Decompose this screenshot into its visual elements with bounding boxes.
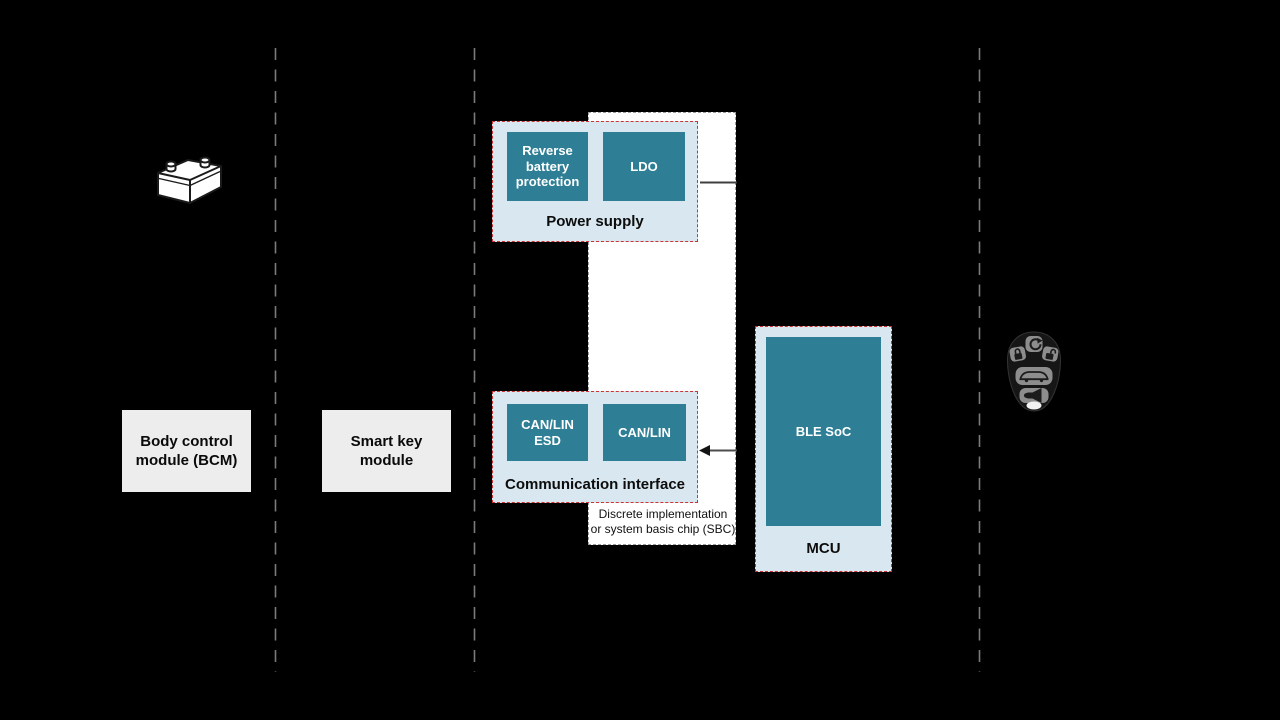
bcm-label: Body control module (BCM) xyxy=(135,433,238,469)
smart-key-module-label: Smart key module xyxy=(350,433,423,469)
communication-interface-block: CAN/LIN ESD CAN/LIN Communication interf… xyxy=(492,391,698,503)
power-supply-label: Power supply xyxy=(546,213,644,230)
bcm-label-box: Body control module (BCM) xyxy=(122,410,251,492)
can-lin-label: CAN/LIN xyxy=(618,424,671,440)
sbc-note-line2: or system basis chip (SBC) xyxy=(590,521,736,536)
sbc-note-line1: Discrete implementation xyxy=(598,507,728,521)
keyring-hole xyxy=(1026,401,1042,410)
remote-start-button-icon xyxy=(1025,336,1043,352)
communication-interface-label: Communication interface xyxy=(504,476,686,493)
can-lin-esd-chip: CAN/LIN ESD xyxy=(507,404,588,461)
can-lin-chip: CAN/LIN xyxy=(603,404,686,461)
power-supply-block: Reverse battery protection LDO Power sup… xyxy=(492,121,698,242)
ldo-label: LDO xyxy=(630,158,658,174)
ldo-chip: LDO xyxy=(603,132,685,201)
panic-button-icon xyxy=(1019,388,1049,403)
can-lin-esd-label: CAN/LIN ESD xyxy=(521,417,574,448)
mcu-block: BLE SoC MCU xyxy=(755,326,892,572)
key-fob-icon xyxy=(1006,331,1062,412)
unlock-button-icon xyxy=(1042,346,1059,362)
lock-button-icon xyxy=(1009,346,1026,362)
sbc-implementation-note: Discrete implementation or system basis … xyxy=(586,507,740,536)
ble-soc-chip: BLE SoC xyxy=(766,337,881,526)
reverse-battery-protection-chip: Reverse battery protection xyxy=(507,132,588,201)
mcu-label: MCU xyxy=(806,540,841,557)
smart-key-module-label-box: Smart key module xyxy=(322,410,451,492)
reverse-battery-protection-label: Reverse battery protection xyxy=(515,143,580,190)
ble-soc-label: BLE SoC xyxy=(795,423,852,439)
trunk-button-icon xyxy=(1015,367,1053,385)
car-battery-icon xyxy=(157,156,222,204)
